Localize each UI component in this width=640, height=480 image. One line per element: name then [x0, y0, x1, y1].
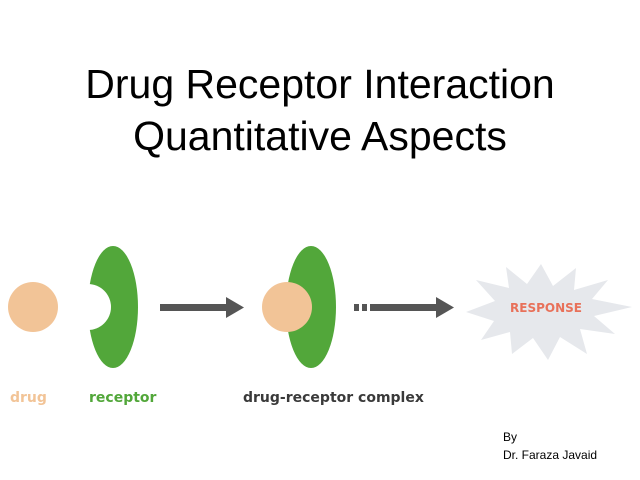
slide-title: Drug Receptor Interaction Quantitative A…: [0, 58, 640, 162]
title-line-2: Quantitative Aspects: [133, 113, 507, 159]
byline-author: Dr. Faraza Javaid: [503, 448, 598, 462]
byline-by: By: [503, 430, 518, 444]
receptor-shape: [88, 246, 138, 368]
dashed-arrow-right-icon: [354, 297, 454, 318]
drug-receptor-complex-shape: [262, 246, 336, 368]
diagram-graphic: RESPONSE: [8, 246, 632, 368]
drug-shape: [8, 282, 58, 332]
arrow-right-icon: [160, 297, 244, 318]
complex-label: drug-receptor complex: [243, 390, 424, 406]
drug-label: drug: [10, 390, 47, 406]
title-line-1: Drug Receptor Interaction: [85, 61, 555, 107]
receptor-label: receptor: [89, 390, 157, 406]
response-burst-shape: [466, 264, 632, 360]
response-label: RESPONSE: [510, 301, 582, 315]
drug-receptor-diagram: RESPONSE drug receptor drug-receptor com…: [0, 230, 640, 420]
byline: By Dr. Faraza Javaid: [503, 428, 597, 464]
